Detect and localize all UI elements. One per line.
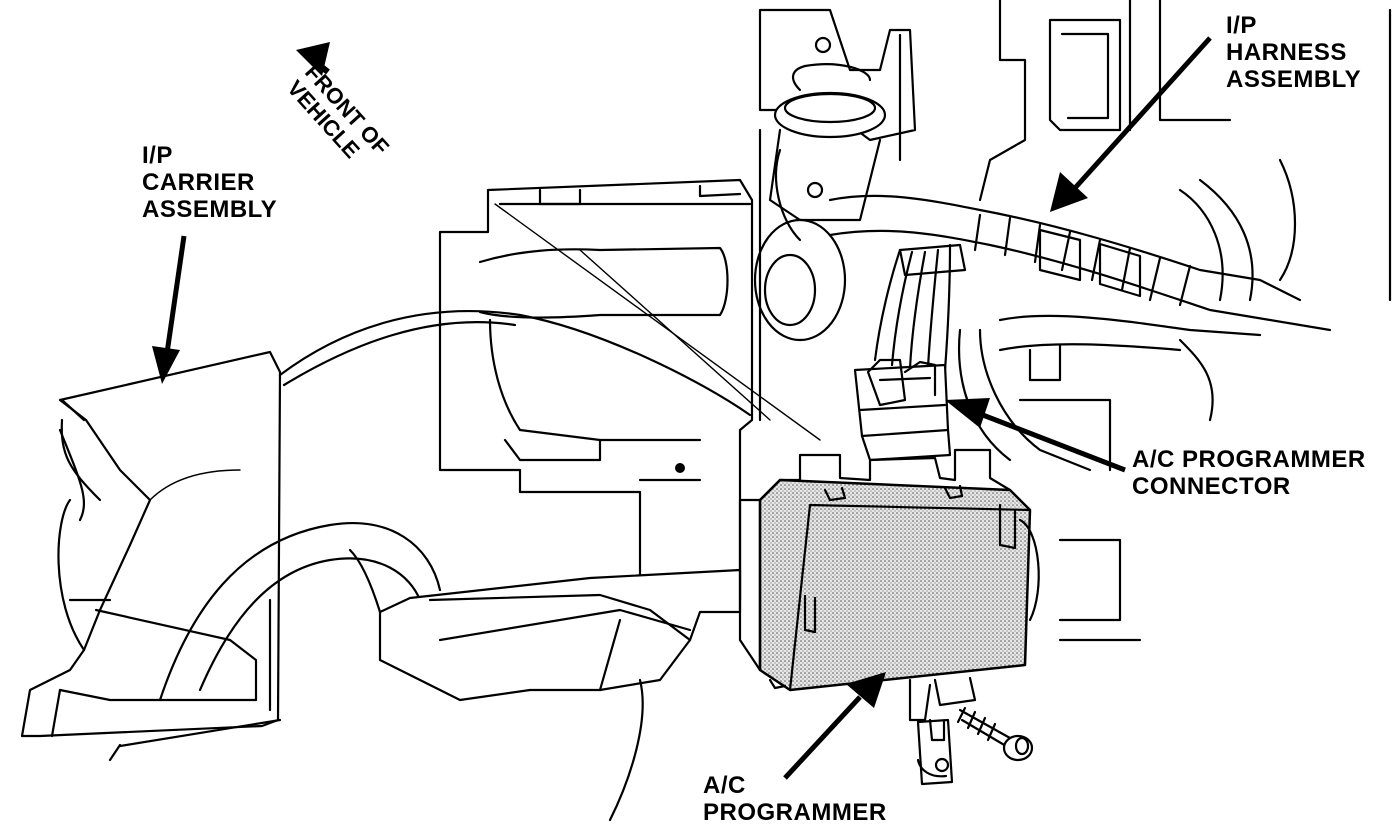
ac-programmer-connector — [853, 358, 952, 462]
carrier-label-line-3: ASSEMBLY — [142, 196, 278, 223]
connector-callout-arrow — [945, 398, 1126, 473]
harness-label-line-1: I/P — [1226, 12, 1257, 39]
upper-bracket — [753, 8, 917, 422]
mounting-screw — [956, 706, 1034, 762]
connector-label-line-2: CONNECTOR — [1132, 473, 1291, 500]
ip-carrier-assembly — [20, 350, 442, 738]
carrier-cable-2 — [282, 321, 517, 387]
programmer-label-line-1: A/C — [703, 772, 746, 799]
ip-housing — [438, 178, 821, 614]
lower-duct — [108, 548, 742, 822]
ip-harness-bundle — [828, 178, 1332, 472]
connector-label-line-1: A/C PROGRAMMER — [1132, 446, 1366, 473]
ac-programmer-module — [738, 448, 1040, 722]
carrier-cable — [278, 309, 752, 417]
carrier-callout-arrow — [152, 235, 187, 384]
ip-carrier-assembly-label: I/P CARRIER ASSEMBLY — [142, 142, 277, 223]
clip-nut — [916, 718, 954, 786]
carrier-label-line-1: I/P — [142, 142, 173, 169]
programmer-label-line-2: PROGRAMMER — [703, 799, 887, 826]
front-of-vehicle-arrow — [296, 42, 330, 76]
ac-programmer-connector-label: A/C PROGRAMMER CONNECTOR — [1132, 446, 1366, 500]
harness-callout-arrow — [1050, 36, 1212, 212]
connector-wires — [873, 243, 967, 372]
harness-label-line-2: HARNESS — [1226, 39, 1347, 66]
right-panel — [978, 0, 1392, 642]
ip-harness-assembly-label: I/P HARNESS ASSEMBLY — [1226, 12, 1361, 93]
harness-label-line-3: ASSEMBLY — [1226, 66, 1362, 93]
ac-programmer-label: A/C PROGRAMMER — [703, 772, 887, 826]
carrier-label-line-2: CARRIER — [142, 169, 255, 196]
programmer-callout-arrow — [783, 672, 886, 780]
